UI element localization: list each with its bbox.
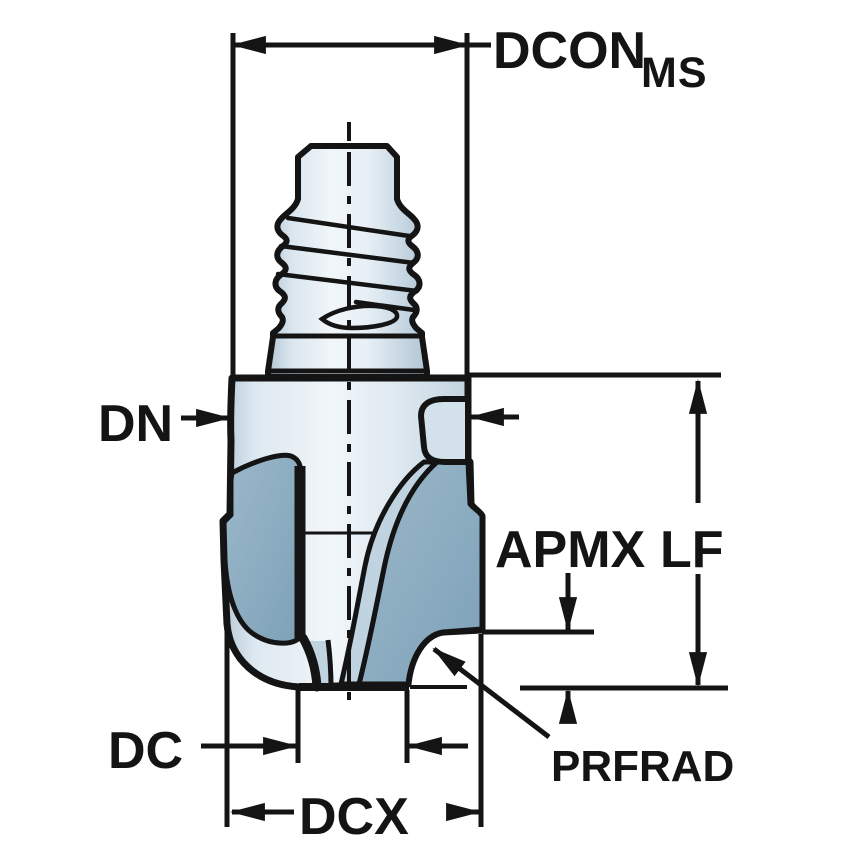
thread-runout-oval <box>318 303 400 331</box>
dimension-dcon <box>230 33 491 377</box>
prfrad-leader <box>432 647 551 739</box>
dimension-apmx <box>410 573 594 724</box>
label-dn: DN <box>98 395 173 453</box>
tool-body <box>219 374 486 692</box>
label-dcon-subscript: MS <box>641 49 708 97</box>
dimension-dc <box>201 690 468 763</box>
screw-pocket <box>418 396 471 465</box>
label-dc: DC <box>108 722 183 780</box>
label-dcon: DCON <box>493 22 646 80</box>
flute-bottom-edge-left <box>298 633 322 692</box>
dimension-dn <box>181 407 519 428</box>
dimension-prfrad <box>432 647 551 739</box>
dimension-dcx <box>224 630 484 827</box>
label-lf: LF <box>660 521 724 579</box>
label-dcx: DCX <box>299 788 409 846</box>
dimension-lf <box>467 372 728 691</box>
label-prfrad: PRFRAD <box>551 742 734 791</box>
flute-left <box>221 452 304 646</box>
flute-bottom-edge-right <box>325 639 334 688</box>
label-apmx: APMX <box>495 521 646 579</box>
